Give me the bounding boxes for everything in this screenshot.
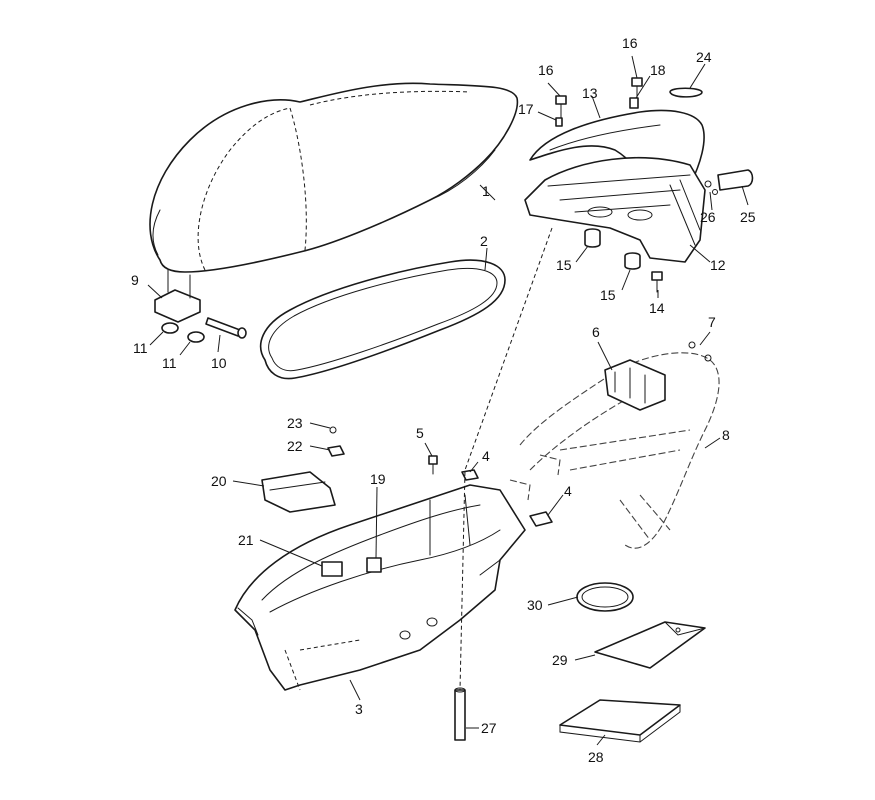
callout-15b: 15 [600,287,616,303]
callout-29: 29 [552,652,568,668]
callout-9: 9 [131,272,139,288]
rod [454,687,466,741]
callout-4a: 4 [482,448,490,464]
frame [509,352,720,549]
callouts: 1 2 3 4 4 5 6 7 8 9 10 11 11 12 13 14 15… [131,35,756,765]
callout-22: 22 [287,438,303,454]
callout-1: 1 [482,183,490,199]
callout-21: 21 [238,532,254,548]
tail-base [524,157,706,263]
callout-2: 2 [480,233,488,249]
callout-10: 10 [211,355,227,371]
callout-26: 26 [700,209,716,225]
callout-27: 27 [481,720,497,736]
callout-28: 28 [588,749,604,765]
callout-18: 18 [650,62,666,78]
storage-box [234,484,526,691]
callout-6: 6 [592,324,600,340]
o-ring [576,582,634,612]
callout-12: 12 [710,257,726,273]
callout-16b: 16 [622,35,638,51]
callout-14: 14 [649,300,665,316]
callout-15a: 15 [556,257,572,273]
callout-24: 24 [696,49,712,65]
callout-4b: 4 [564,483,572,499]
callout-7: 7 [708,314,716,330]
callout-8: 8 [722,427,730,443]
seat-hinge [154,269,247,343]
callout-30: 30 [527,597,543,613]
document-pouch [594,621,706,669]
callout-19: 19 [370,471,386,487]
box-fittings [261,426,553,577]
callout-16a: 16 [538,62,554,78]
callout-25: 25 [740,209,756,225]
rail-fasteners [555,77,754,293]
seat [149,82,519,273]
callout-17: 17 [518,101,534,117]
owner-manual [559,699,681,743]
seat-seal [260,259,506,380]
callout-5: 5 [416,425,424,441]
assembly-centreline [459,227,553,691]
callout-13: 13 [582,85,598,101]
callout-23: 23 [287,415,303,431]
callout-11b: 11 [162,355,177,371]
leader-lines [147,55,749,746]
seat-latch [604,341,712,411]
callout-20: 20 [211,473,227,489]
callout-3: 3 [355,701,363,717]
callout-11a: 11 [133,340,148,356]
